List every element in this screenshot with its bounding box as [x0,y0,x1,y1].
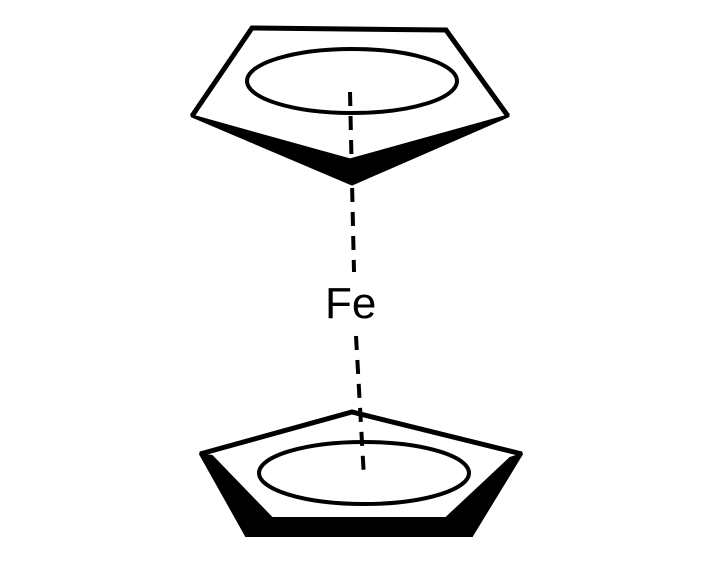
bottom-ring-aromatic-ellipse [257,440,471,506]
iron-atom-label: Fe [325,279,376,328]
top-ring-aromatic-ellipse [245,47,459,115]
top-dashed-bond [348,91,356,273]
bottom-dashed-bond [354,335,366,479]
bottom-ring-front-edge [245,517,473,537]
bottom-ring-right-wedge [445,453,523,537]
bottom-ring-back-edges [199,409,523,457]
bottom-cyclopentadienyl-ring [199,409,523,537]
top-ring-back-edges [189,25,511,118]
